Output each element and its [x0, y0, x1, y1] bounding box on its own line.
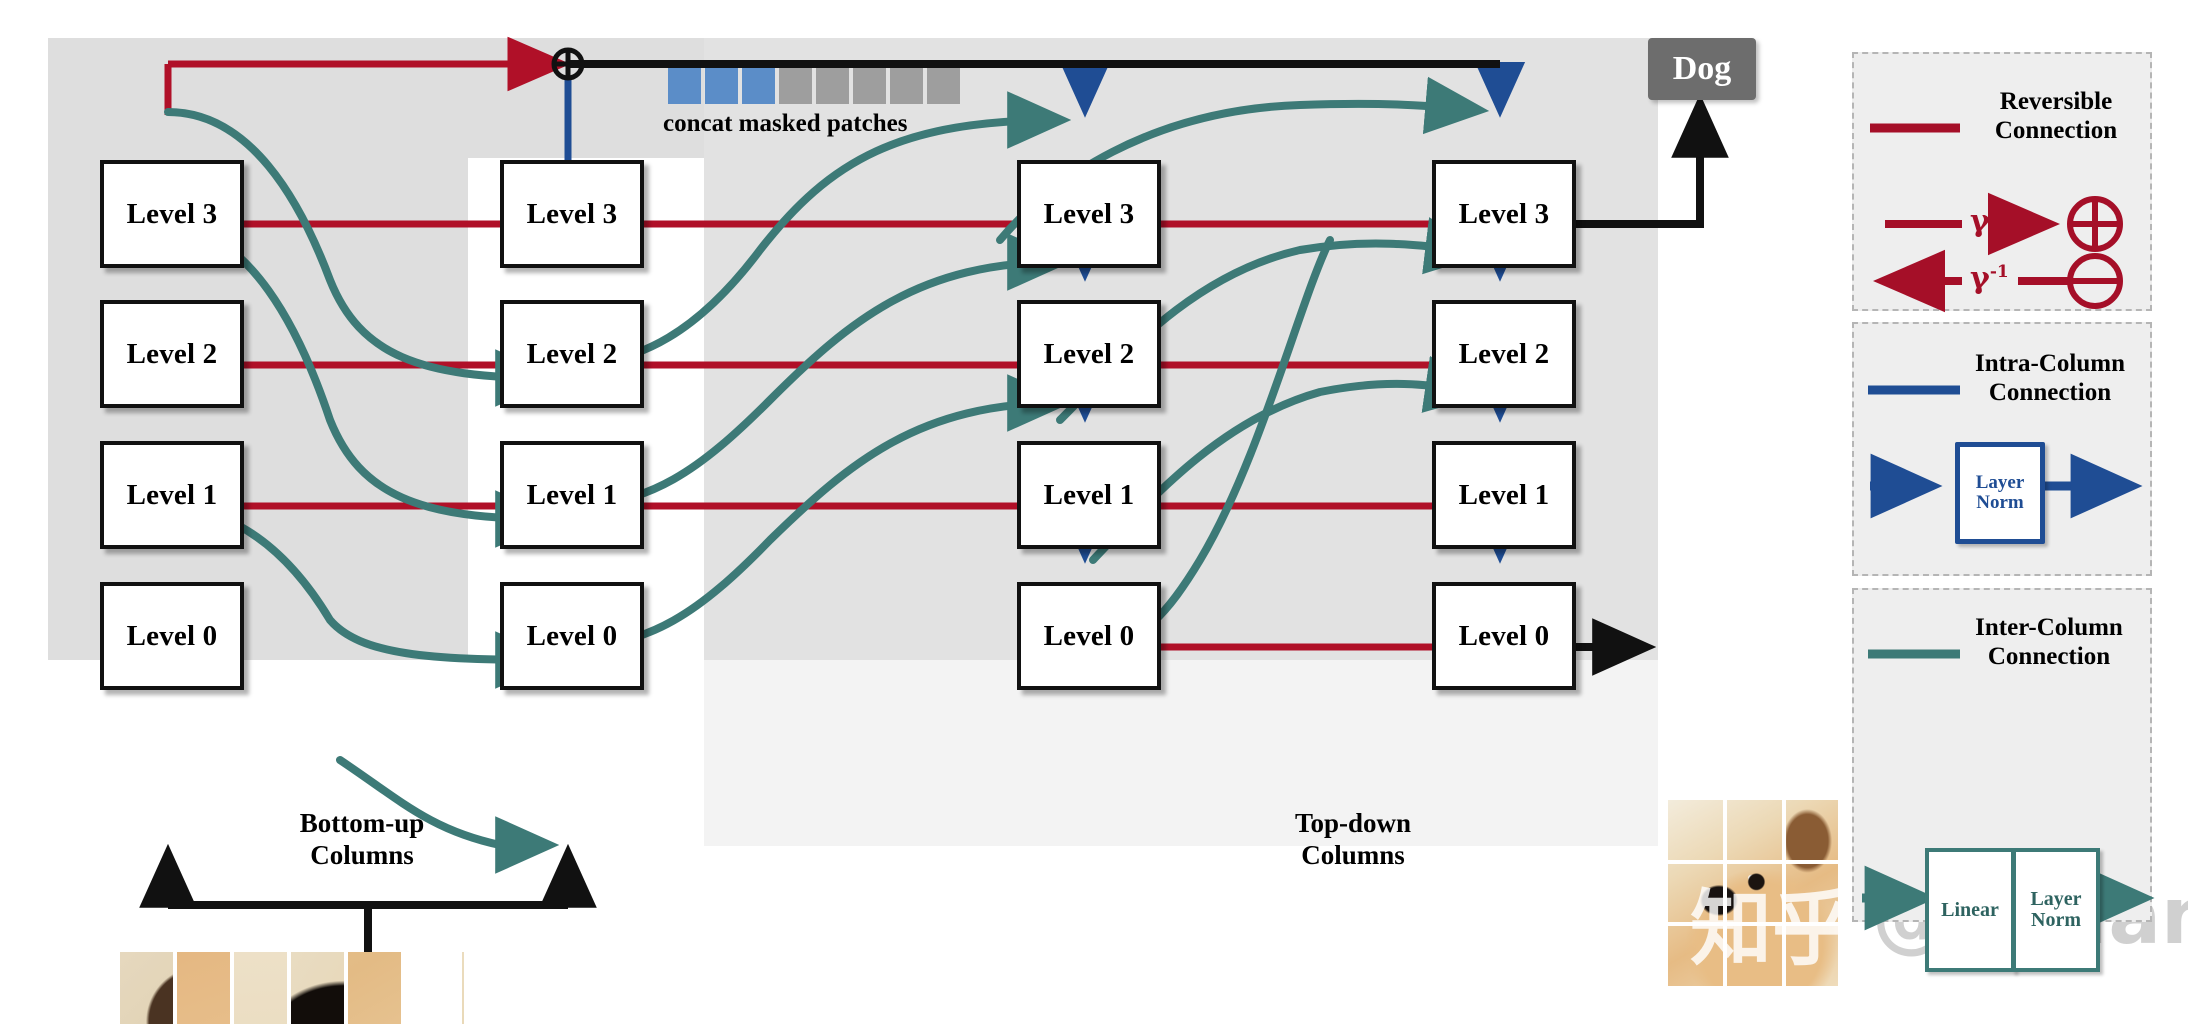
input-image-patch: [462, 952, 515, 1024]
visible-patch: [668, 68, 701, 104]
input-image-patch: [348, 952, 401, 1024]
input-image-patch: [177, 952, 230, 1024]
legend-intra-title-line2: Connection: [1988, 378, 2112, 406]
visible-patch: [705, 68, 738, 104]
layer-norm-line2: Norm: [1976, 492, 2024, 513]
concat-masked-patches-caption: concat masked patches: [663, 110, 908, 137]
legend-intra-title-line1: Intra-Column: [1974, 350, 2125, 377]
layer-norm-block-teal: Layer Norm: [2012, 848, 2100, 972]
bottom-up-caption-line1: Bottom-up: [299, 808, 425, 838]
linear-block-label: Linear: [1941, 898, 1999, 921]
grid-line: [1668, 922, 1838, 926]
top-down-caption-line2: Columns: [1301, 839, 1405, 870]
plus-operator: [551, 47, 585, 81]
minus-circle-icon: [2067, 253, 2123, 309]
legend-inter-title-line2: Connection: [1987, 642, 2111, 670]
output-image-grid: [1668, 800, 1838, 986]
top-down-caption-line1: Top-down: [1294, 808, 1412, 838]
output-class-text: Dog: [1672, 50, 1732, 87]
output-image: [1668, 800, 1838, 986]
visible-patch: [742, 68, 775, 104]
grid-line: [1782, 800, 1786, 986]
input-image-patch: [120, 952, 173, 1024]
gamma-inverse-symbol: γ-1: [1970, 261, 2009, 296]
plus-circle-icon: [2067, 196, 2123, 252]
legend-reversible-title: Reversible Connection: [1966, 88, 2146, 146]
masked-patch: [890, 68, 923, 104]
legend-reversible-title-line1: Reversible: [1999, 88, 2113, 115]
legend-inter-title-line1: Inter-Column: [1975, 614, 2123, 641]
masked-patch: [853, 68, 886, 104]
masked-patches-strip: [668, 68, 960, 104]
input-image-patch: [291, 952, 344, 1024]
input-image-patch-strip: [120, 952, 515, 1024]
top-down-columns-caption: Top-down Columns: [1253, 808, 1453, 872]
legend-reversible-title-line2: Connection: [1994, 116, 2118, 144]
layer-norm-line1: Layer: [1975, 472, 2025, 494]
layer-norm-teal-line1: Layer: [2030, 888, 2082, 910]
panel-lower-light: [704, 660, 1658, 846]
legend-intra-column-title: Intra-Column Connection: [1952, 350, 2148, 408]
layer-norm-block-blue: Layer Norm: [1955, 442, 2045, 544]
output-class-label: Dog: [1648, 38, 1756, 100]
masked-patch: [816, 68, 849, 104]
grid-line: [1723, 800, 1727, 986]
input-image-patch: [234, 952, 287, 1024]
masked-patch: [779, 68, 812, 104]
linear-block-teal: Linear: [1925, 848, 2015, 972]
masked-patch: [927, 68, 960, 104]
grid-line: [1668, 860, 1838, 864]
legend-inter-column-title: Inter-Column Connection: [1950, 614, 2148, 672]
layer-norm-teal-line2: Norm: [2031, 909, 2081, 931]
bottom-up-columns-caption: Bottom-up Columns: [262, 808, 462, 872]
zhihu-watermark: 知乎: [1690, 882, 1855, 977]
bottom-up-caption-line2: Columns: [310, 839, 414, 870]
gamma-symbol: γ: [1970, 204, 1990, 239]
